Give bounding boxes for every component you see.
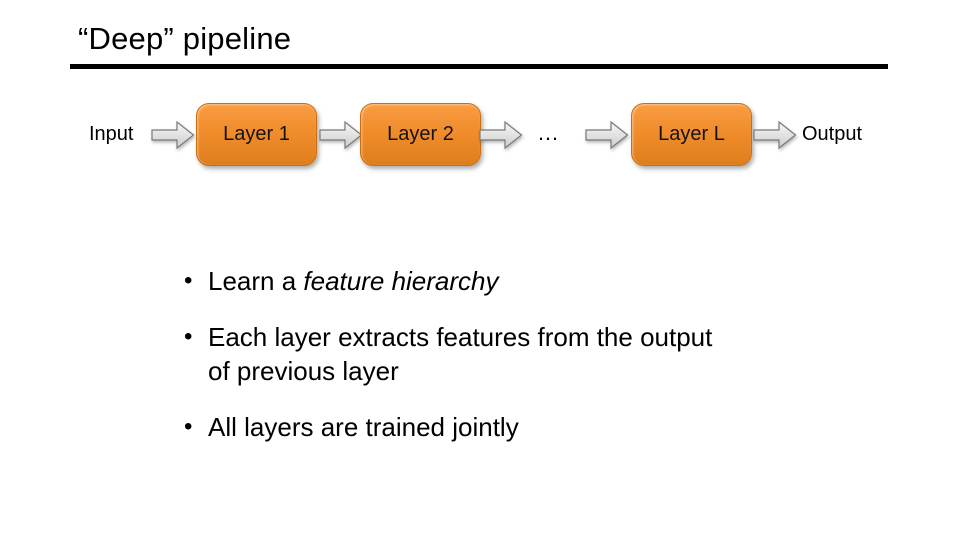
input-label: Input [89, 123, 134, 145]
flow-arrow-icon [151, 120, 195, 150]
bullet-item: • Each layer extracts features from the … [184, 320, 824, 388]
layer-box-2: Layer 2 [360, 103, 481, 166]
flow-arrow-icon [753, 120, 797, 150]
flow-arrow-icon [319, 120, 363, 150]
slide-title: “Deep” pipeline [78, 21, 292, 56]
pipeline-diagram: Input Layer 1 Layer 2 … Layer L Output [0, 0, 960, 200]
bullet-text-emphasis: feature hierarchy [303, 266, 499, 296]
bullet-text-line: of previous layer [208, 356, 399, 386]
bullet-item: • All layers are trained jointly [184, 410, 824, 444]
bullet-list: • Learn a feature hierarchy • Each layer… [184, 264, 824, 466]
layer-box-L: Layer L [631, 103, 752, 166]
bullet-text: Each layer extracts features from the ou… [208, 320, 712, 388]
layer-box-1: Layer 1 [196, 103, 317, 166]
bullet-text-line: Each layer extracts features from the ou… [208, 322, 713, 352]
bullet-marker: • [184, 413, 193, 440]
bullet-item: • Learn a feature hierarchy [184, 264, 824, 298]
bullet-marker: • [184, 323, 193, 350]
bullet-marker: • [184, 267, 193, 294]
bullet-text-regular: Learn a [208, 266, 304, 296]
ellipsis-label: … [537, 120, 559, 145]
flow-arrow-icon [585, 120, 629, 150]
bullet-text: All layers are trained jointly [208, 412, 519, 442]
output-label: Output [802, 123, 863, 145]
title-underline [70, 64, 888, 69]
bullet-text: Learn a feature hierarchy [208, 264, 499, 298]
flow-arrow-icon [479, 120, 523, 150]
layer-box-label: Layer 1 [223, 123, 290, 145]
layer-box-label: Layer 2 [387, 123, 454, 145]
layer-box-label: Layer L [658, 123, 725, 145]
